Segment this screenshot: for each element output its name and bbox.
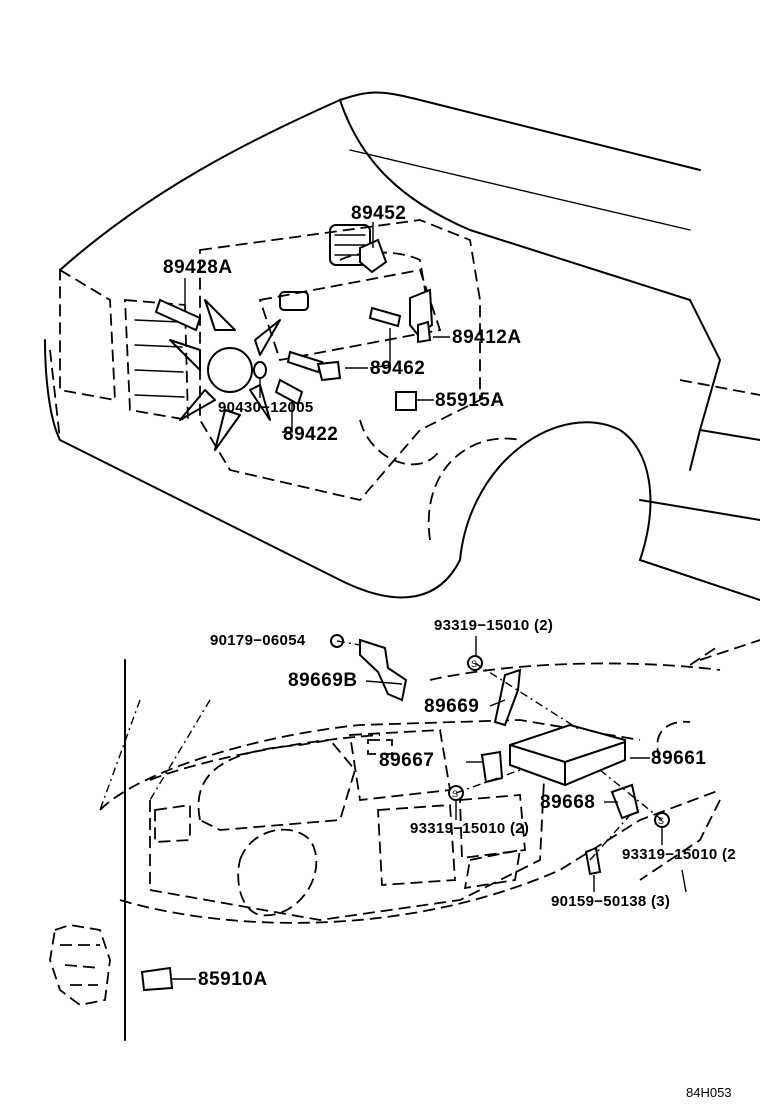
part-label-93319-15010-right: 93319−15010 (2 [622, 846, 736, 863]
part-label-89428A: 89428A [163, 257, 233, 278]
svg-text:S: S [658, 816, 664, 826]
part-label-93319-15010-top: 93319−15010 (2) [434, 617, 554, 634]
svg-text:S: S [452, 789, 458, 799]
part-label-89669B: 89669B [288, 670, 358, 691]
assembly-lines [336, 640, 663, 861]
part-label-89412A: 89412A [452, 327, 522, 348]
washer-symbols: S S S [330, 634, 670, 828]
part-label-89661: 89661 [651, 748, 707, 769]
part-label-89452: 89452 [351, 203, 407, 224]
part-label-89422: 89422 [283, 424, 339, 445]
diagram-reference-code: 84H053 [686, 1085, 732, 1100]
part-label-90179-06054: 90179−06054 [210, 632, 306, 649]
vehicle-front-illustration [44, 91, 760, 601]
part-label-90430-12005: 90430−12005 [218, 399, 314, 416]
part-label-89668: 89668 [540, 792, 596, 813]
part-label-89669: 89669 [424, 696, 480, 717]
part-label-89462: 89462 [370, 358, 426, 379]
part-label-90159-50138: 90159−50138 (3) [551, 893, 671, 910]
part-label-85915A: 85915A [435, 390, 505, 411]
part-label-93319-15010-mid: 93319−15010 (2) [410, 820, 530, 837]
svg-text:S: S [471, 659, 477, 669]
part-label-85910A: 85910A [198, 969, 268, 990]
engine-sensors [154, 238, 434, 411]
part-label-89667: 89667 [379, 750, 435, 771]
leader-lines-upper [184, 222, 450, 433]
ecu-components [140, 638, 640, 992]
leader-lines-lower [172, 636, 687, 980]
